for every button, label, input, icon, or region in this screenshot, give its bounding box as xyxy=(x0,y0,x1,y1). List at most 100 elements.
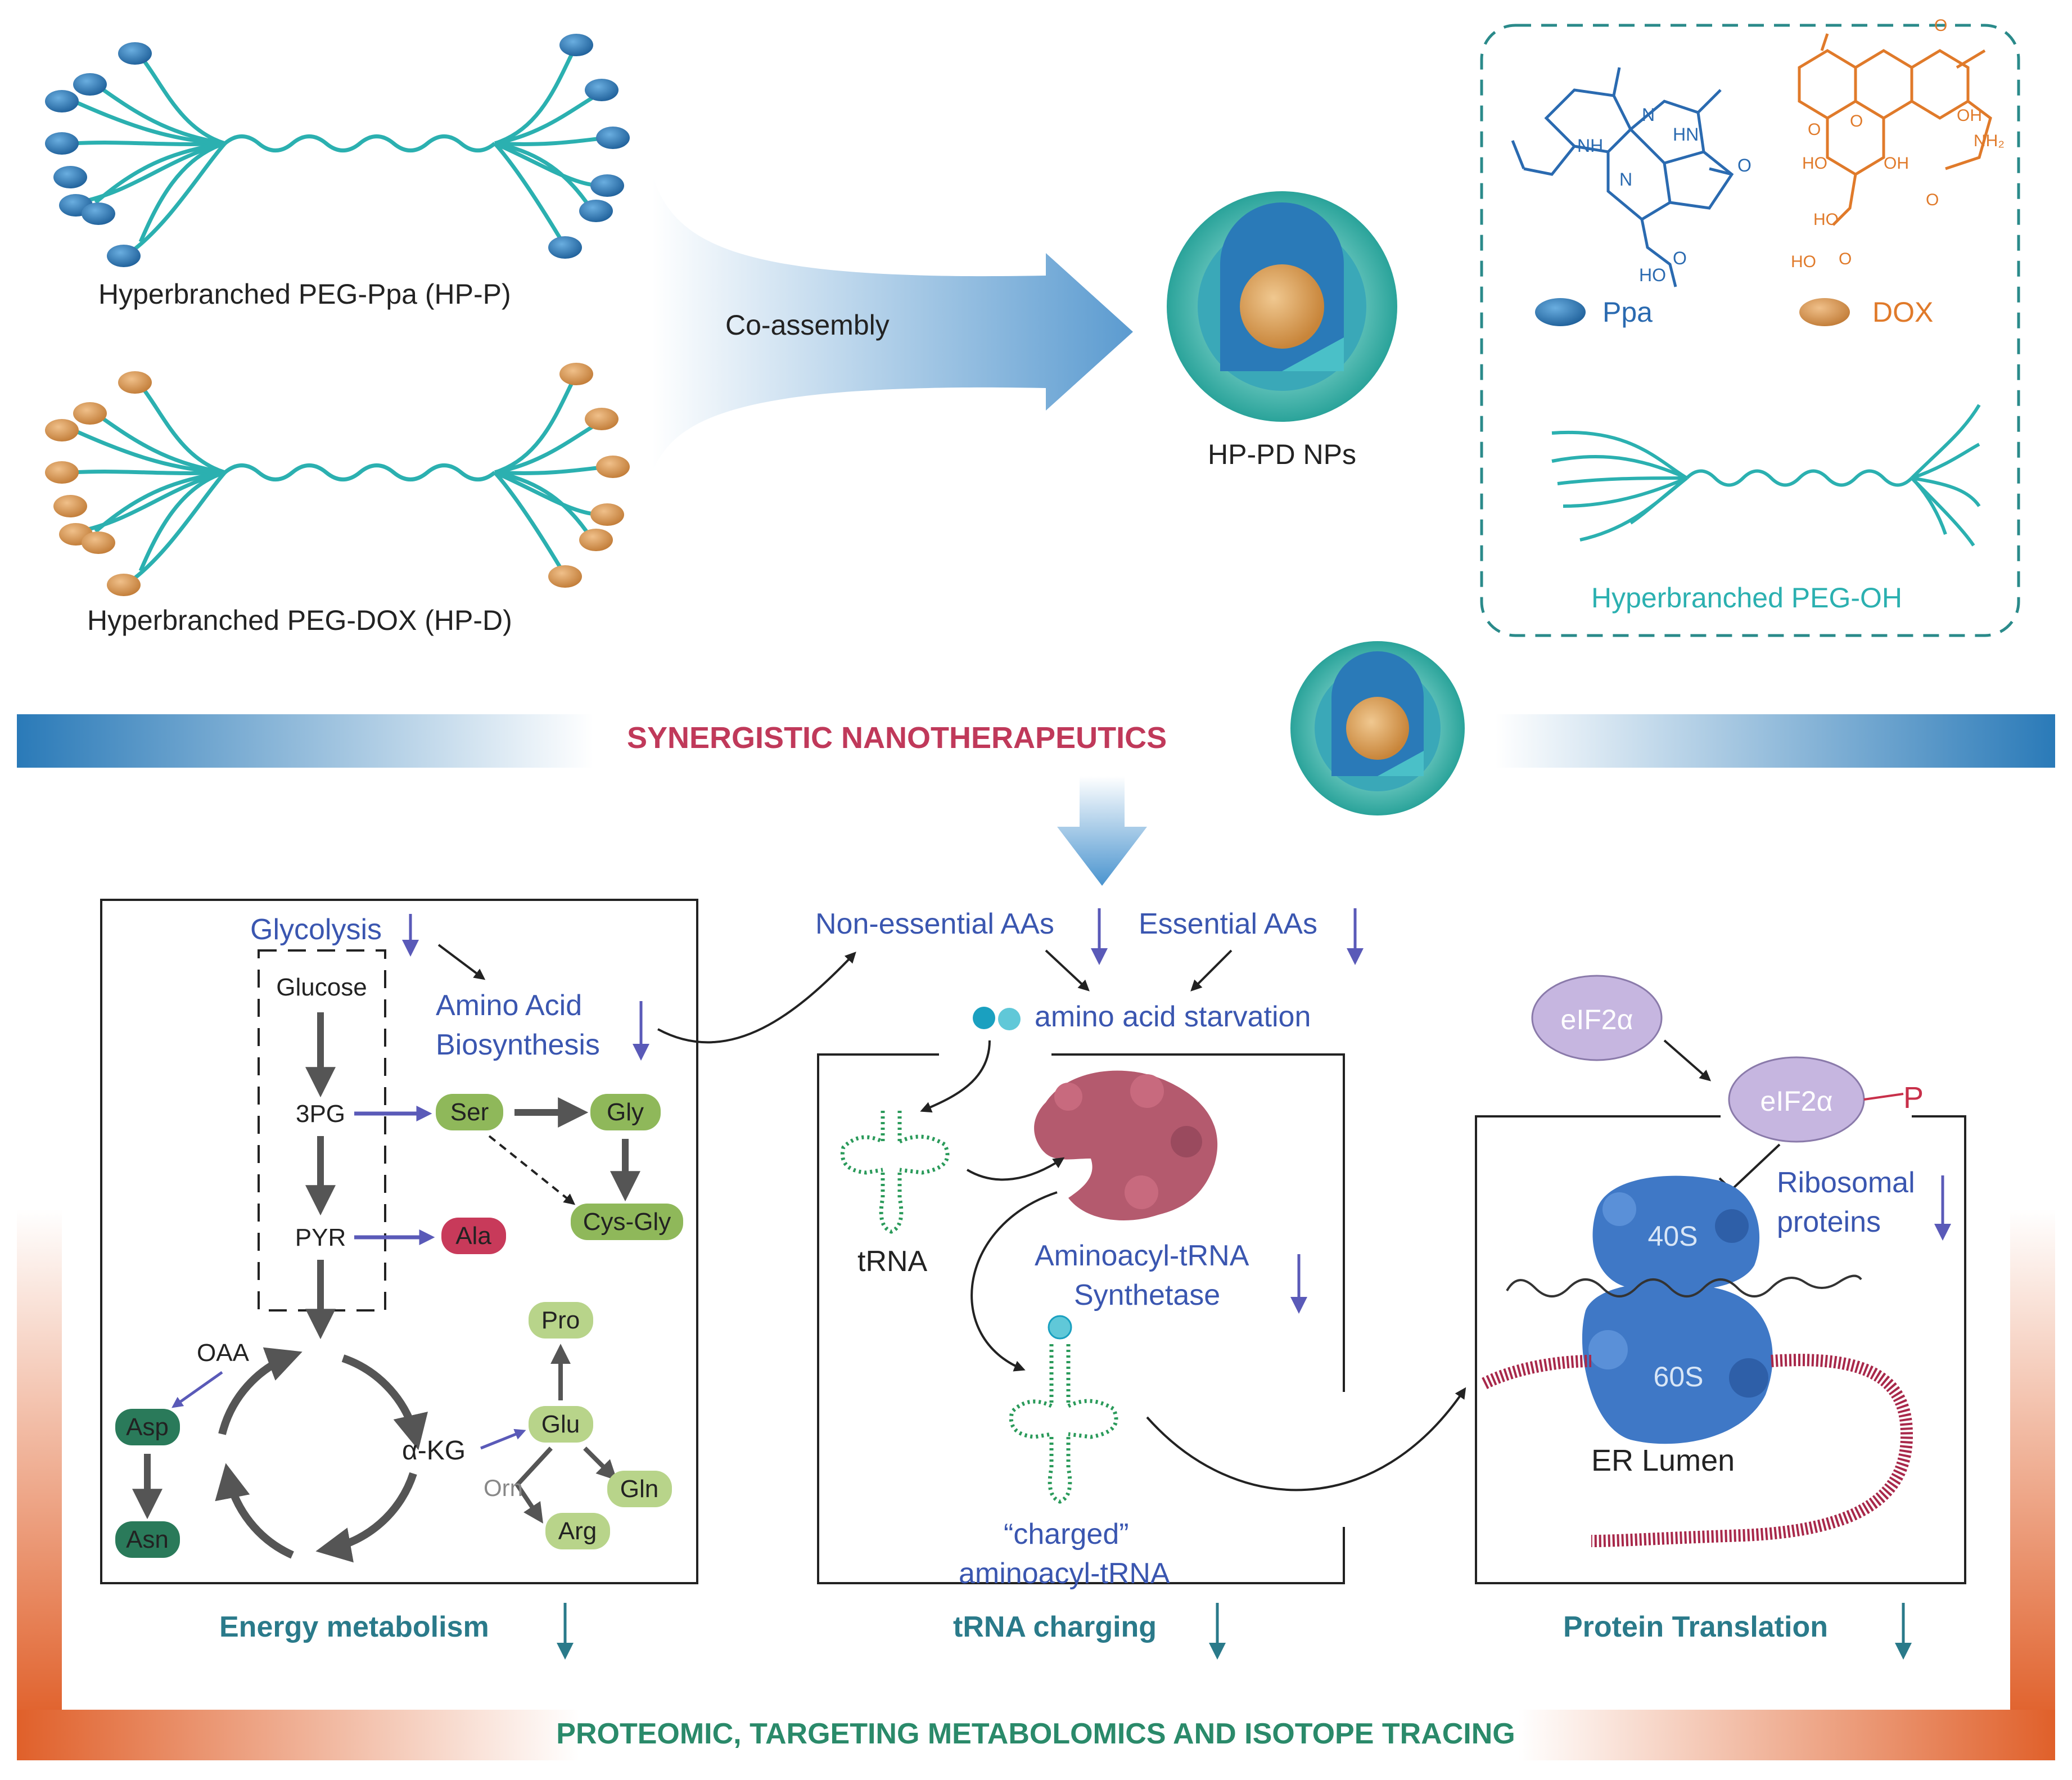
ala-node xyxy=(441,1218,506,1254)
peg-oh-label: Hyperbranched PEG-OH xyxy=(1591,582,1902,614)
ppa-beads xyxy=(45,34,630,267)
trna-label: tRNA xyxy=(857,1245,928,1278)
eif2a-label-1: eIF2α xyxy=(1561,1004,1633,1035)
glucose-label: Glucose xyxy=(276,974,367,1001)
synthetase-protein xyxy=(1034,1070,1218,1220)
dox-legend-label: DOX xyxy=(1872,296,1933,328)
ppa-legend-label: Ppa xyxy=(1602,296,1653,328)
dox-atom-oh-ring: OH xyxy=(1884,154,1909,173)
hp-d-label: Hyperbranched PEG-DOX (HP-D) xyxy=(87,605,512,636)
dox-legend-swatch xyxy=(1799,298,1850,326)
ribosomal-label-1: Ribosomal xyxy=(1777,1166,1915,1199)
ppa-atom-o-acid: O xyxy=(1673,248,1687,268)
orn-label: Orn xyxy=(484,1475,523,1501)
protein-translation-panel: eIF2α eIF2α P Ribosomal proteins 40S 60S… xyxy=(1475,975,1966,1660)
phospho-label: P xyxy=(1903,1081,1924,1115)
eif2a-label-2: eIF2α xyxy=(1760,1085,1833,1117)
aa-dot-light xyxy=(998,1008,1021,1030)
ppa-atom-hn: HN xyxy=(1673,124,1699,145)
ser-to-cysgly-dashed-arrow xyxy=(488,1135,576,1205)
dox-atom-nh2: NH₂ xyxy=(1974,132,2005,150)
ppa-atom-labels: N NH N HN O HO O xyxy=(1577,105,1752,285)
aa-dot-dark xyxy=(973,1007,995,1029)
ribosome xyxy=(1582,1175,1773,1444)
starvation-to-trna-arrow xyxy=(920,1040,991,1113)
essential-to-starvation-arrow xyxy=(1190,949,1233,992)
synthetase-label-2: Synthetase xyxy=(1074,1279,1220,1312)
banner-nanoparticle xyxy=(1290,641,1465,815)
pro-label: Pro xyxy=(541,1306,580,1334)
glu-label: Glu xyxy=(541,1411,580,1438)
trna-caption: tRNA charging xyxy=(953,1611,1157,1643)
bottom-banner-label: PROTEOMIC, TARGETING METABOLOMICS AND IS… xyxy=(556,1718,1515,1750)
pyr-label: PYR xyxy=(295,1224,346,1251)
polymer-structures: Hyperbranched PEG-Ppa (HP-P) xyxy=(45,34,630,636)
arg-label: Arg xyxy=(558,1517,597,1545)
dox-atom-o-methoxy: O xyxy=(1934,16,1947,35)
charged-label-2: aminoacyl-tRNA xyxy=(959,1557,1170,1590)
3pg-label: 3PG xyxy=(296,1100,345,1128)
asn-node xyxy=(115,1521,180,1558)
coassembly-label: Co-assembly xyxy=(725,309,890,341)
cysgly-node xyxy=(571,1204,683,1240)
starvation-label: amino acid starvation xyxy=(1035,1001,1311,1033)
60s-label: 60S xyxy=(1654,1361,1704,1393)
ala-label: Ala xyxy=(455,1222,491,1250)
asp-label: Asp xyxy=(126,1413,169,1441)
dox-beads xyxy=(45,363,630,596)
synergistic-banner: SYNERGISTIC NANOTHERAPEUTICS xyxy=(17,641,2055,886)
ppa-atom-o-ketone: O xyxy=(1737,155,1752,175)
glu-to-gln-arrow xyxy=(583,1446,617,1481)
trna-cloverleaf xyxy=(840,1111,950,1234)
asp-node xyxy=(115,1409,180,1445)
pro-node xyxy=(529,1302,593,1339)
ppa-atom-nh: NH xyxy=(1577,136,1603,156)
oaa-to-asp-arrow xyxy=(171,1371,223,1408)
eif2a-phosphorylation-arrow xyxy=(1663,1039,1712,1081)
er-lumen-label: ER Lumen xyxy=(1591,1444,1735,1477)
cysgly-label: Cys-Gly xyxy=(583,1208,671,1236)
eif2a-unphosphorylated xyxy=(1531,975,1663,1061)
glu-to-arg-arrow xyxy=(514,1446,553,1524)
asn-label: Asn xyxy=(126,1526,169,1553)
akg-label: α-KG xyxy=(402,1436,466,1466)
ppa-structure xyxy=(1511,67,1734,287)
banner-down-arrow xyxy=(1057,776,1147,886)
dox-atom-o-carbonyl: O xyxy=(1839,250,1852,268)
charged-trna-cloverleaf xyxy=(1009,1344,1118,1504)
hp-p-label: Hyperbranched PEG-Ppa (HP-P) xyxy=(98,278,511,310)
dox-atom-ho-side: HO xyxy=(1813,210,1839,229)
gln-node xyxy=(607,1471,672,1507)
arg-node xyxy=(545,1513,610,1549)
synthetase-to-charged-arrow xyxy=(970,1191,1058,1372)
protein-caption: Protein Translation xyxy=(1563,1611,1828,1643)
peg-oh-polymer xyxy=(1551,404,1981,547)
nascent-peptide-chain xyxy=(1482,1354,1913,1547)
synthetase-label-1: Aminoacyl-tRNA xyxy=(1035,1240,1249,1272)
charged-label-1: “charged” xyxy=(1004,1518,1129,1551)
essential-label: Essential AAs xyxy=(1139,908,1317,940)
hp-p-polymer xyxy=(66,49,608,255)
bottom-frame: PROTEOMIC, TARGETING METABOLOMICS AND IS… xyxy=(17,1209,2055,1760)
np-label: HP-PD NPs xyxy=(1208,439,1356,470)
dox-atom-o-quinone-1: O xyxy=(1808,120,1821,139)
ppa-atom-ho: HO xyxy=(1639,265,1666,285)
dox-atom-labels: O O OH NH₂ HO OH O HO O HO O xyxy=(1791,16,2005,271)
biosynthesis-to-aas-arrow xyxy=(657,952,856,1044)
dox-structure xyxy=(1798,33,1992,226)
ser-label: Ser xyxy=(450,1098,489,1126)
phospho-bond xyxy=(1863,1093,1904,1101)
charged-aa-dot xyxy=(1048,1315,1072,1340)
charged-to-translation-arrow xyxy=(1146,1387,1466,1491)
akg-to-glu-arrow xyxy=(480,1428,526,1450)
oaa-label: OAA xyxy=(197,1339,250,1367)
dox-atom-oh-sugar: OH xyxy=(1957,106,1982,125)
trna-to-synthetase-arrow xyxy=(966,1157,1065,1181)
glu-node xyxy=(529,1406,593,1443)
dox-atom-o-quinone-2: O xyxy=(1850,112,1863,130)
dox-atom-ho-tail: HO xyxy=(1791,253,1816,271)
dox-atom-o-glycoside: O xyxy=(1926,191,1939,209)
gly-label: Gly xyxy=(607,1098,644,1126)
glycolysis-label: Glycolysis xyxy=(250,913,382,946)
